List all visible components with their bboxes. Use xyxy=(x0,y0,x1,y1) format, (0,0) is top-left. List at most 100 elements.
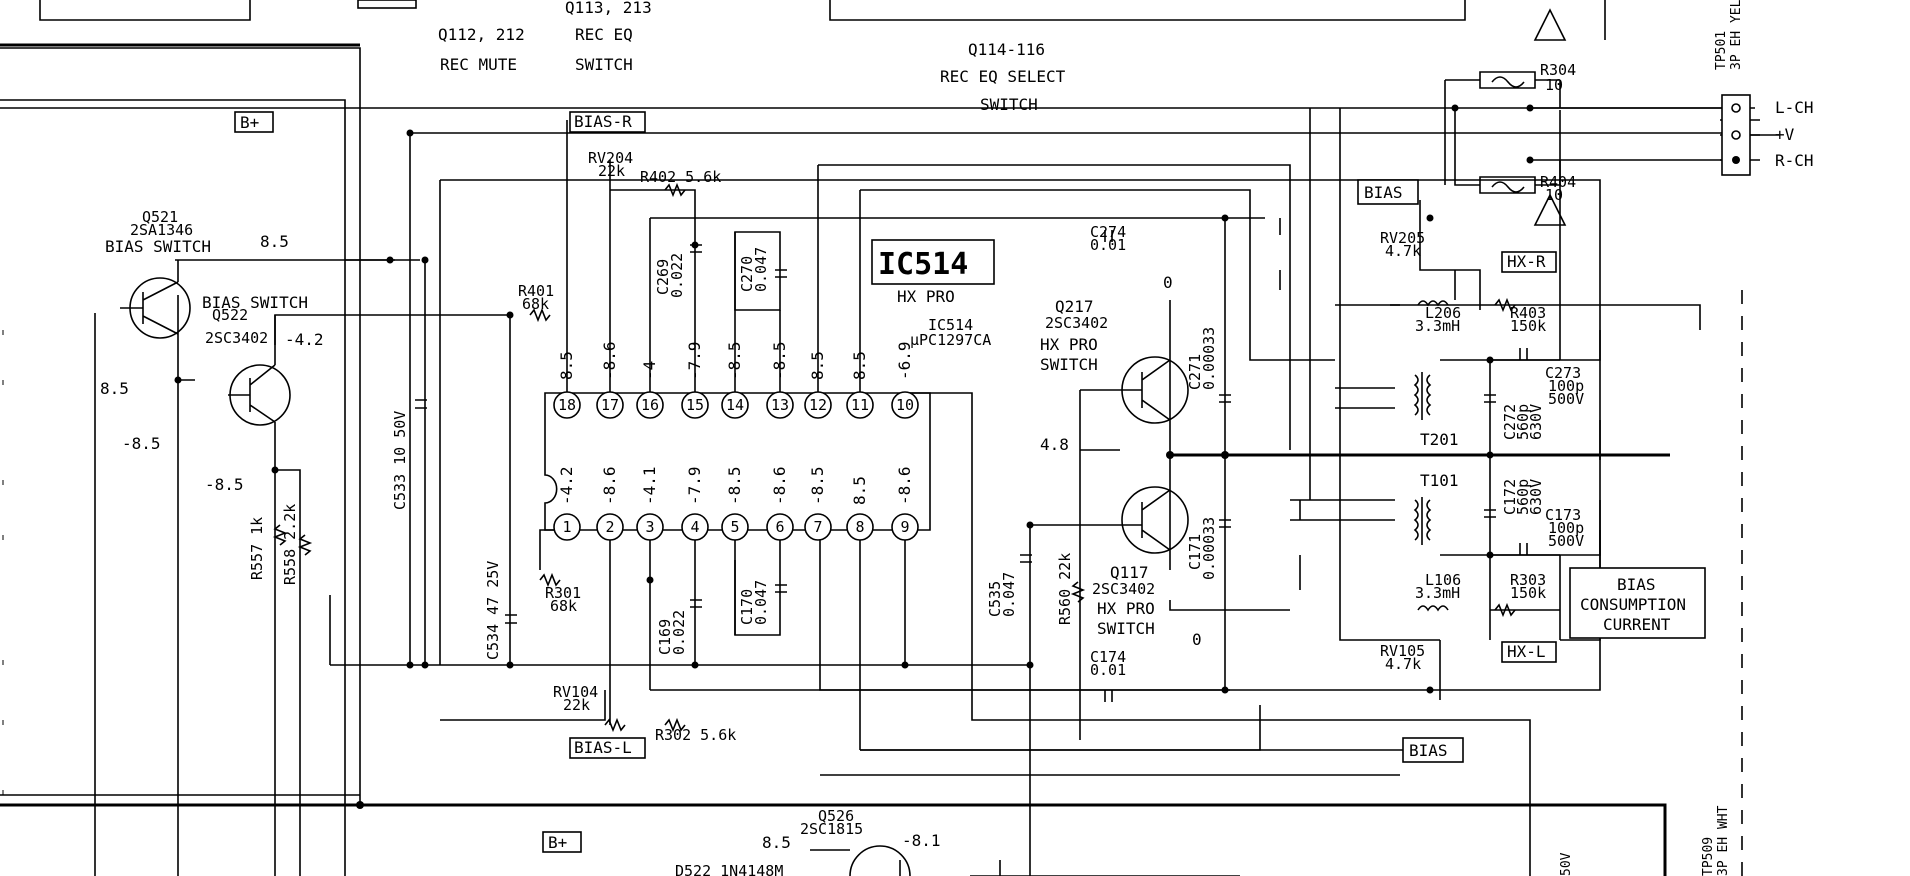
ic-volt-bot: -4.1 xyxy=(640,466,659,505)
lbl-rv105-v: 4.7k xyxy=(1385,655,1421,673)
lbl-t201: T201 xyxy=(1420,430,1459,449)
bias-consumption-l3: CURRENT xyxy=(1603,615,1671,634)
q117-symbol xyxy=(1121,486,1189,554)
tags: B+ BIAS-R BIAS-L BIAS BIAS HX-R HX-L BIA… xyxy=(234,111,1706,853)
ic-volt-bot: -4.2 xyxy=(557,466,576,505)
lbl-r401: R401 xyxy=(518,282,554,300)
label-q114: Q114-116 xyxy=(968,40,1045,59)
ic-pin-bot-4 xyxy=(681,513,709,541)
lbl-c173-v: 100p xyxy=(1548,519,1584,537)
ic-volt-bot: -8.6 xyxy=(895,466,914,505)
ic-volt-top: 8.5 xyxy=(557,351,576,380)
lbl-r404-v: 10 xyxy=(1545,186,1563,204)
lbl-c273: C273 xyxy=(1545,364,1581,382)
ic-pin-top-12 xyxy=(804,391,832,419)
tag-bias-l: BIAS-L xyxy=(574,738,632,757)
lbl-c270-v: 0.047 xyxy=(752,247,770,292)
lbl-rv205: RV205 xyxy=(1380,229,1425,247)
transistors: Q521 2SA1346 BIAS SWITCH BIAS SWITCH Q52… xyxy=(105,208,1189,876)
lbl-c174-v: 0.01 xyxy=(1090,661,1126,679)
lbl-c274: C274 xyxy=(1090,223,1126,241)
lbl-c273-v: 100p xyxy=(1548,377,1584,395)
label-q217-part: 2SC3402 xyxy=(1045,314,1108,332)
lbl-c171: C171 xyxy=(1186,534,1204,570)
label-q522: Q522 xyxy=(212,306,248,324)
component-symbols xyxy=(272,8,1567,733)
volt-m81-bot: -8.1 xyxy=(902,831,941,850)
label-rec-eq-select: REC EQ SELECT xyxy=(940,67,1066,86)
ic-volt-bot: -8.6 xyxy=(600,466,619,505)
lbl-c274-v: 0.01 xyxy=(1090,236,1126,254)
label-rec-eq: REC EQ xyxy=(575,25,633,44)
lbl-tp509-desc: 3P EH WHT xyxy=(1716,805,1731,876)
label-q113: Q113, 213 xyxy=(565,0,652,17)
ic-pin-bot-9 xyxy=(891,513,919,541)
label-rch: R-CH xyxy=(1775,151,1814,170)
ic-volt-top: -6.9 xyxy=(895,341,914,380)
label-rec-mute: REC MUTE xyxy=(440,55,517,74)
ic-pin-top-16 xyxy=(636,391,664,419)
ic-pin-top-num: 14 xyxy=(726,396,744,414)
volt-85-left: 8.5 xyxy=(100,379,129,398)
lbl-r558: R558 2.2k xyxy=(281,504,299,585)
component-labels: RV204 22k R402 5.6k R401 68k C269 0.022 … xyxy=(248,61,1731,876)
ic-volt-top: -8.5 xyxy=(770,341,789,380)
lbl-r304: R304 xyxy=(1540,61,1576,79)
volt-m42: -4.2 xyxy=(285,330,324,349)
lbl-rv104: RV104 xyxy=(553,683,598,701)
ic-pin-bot-3 xyxy=(636,513,664,541)
ic-pin-bot-1 xyxy=(553,513,581,541)
ic-pin-top-num: 10 xyxy=(896,396,914,414)
ic-pin-top-num: 17 xyxy=(601,396,619,414)
ic-pin-top-13 xyxy=(766,391,794,419)
ic-pin-bot-num: 3 xyxy=(645,518,654,536)
lbl-r301-v: 68k xyxy=(550,597,577,615)
ic-pins: 188.517-8.616-415-7.914-8.513-8.5128.511… xyxy=(553,341,919,541)
ic-volt-top: -7.9 xyxy=(685,341,704,380)
lbl-l106: L106 xyxy=(1425,571,1461,589)
ic514: IC514 HX PRO IC514 μPC1297CA 188.517-8.6… xyxy=(544,239,995,541)
lbl-r557: R557 1k xyxy=(248,517,266,580)
lbl-r303-v: 150k xyxy=(1510,584,1546,602)
lbl-c533: C533 10 50V xyxy=(391,411,409,510)
lbl-r304-v: 10 xyxy=(1545,76,1563,94)
tag-bplus: B+ xyxy=(240,113,259,132)
ic-pin-bot-num: 4 xyxy=(690,518,699,536)
top-labels: Q112, 212 REC MUTE Q113, 213 REC EQ SWIT… xyxy=(357,0,1066,114)
volt-m85-mid: -8.5 xyxy=(205,475,244,494)
voltage-labels: 8.5 -4.2 8.5 -8.5 -8.5 4.8 0 0 8.5 -8.1 xyxy=(100,232,1202,852)
lbl-r301: R301 xyxy=(545,584,581,602)
lbl-c169-v: 0.022 xyxy=(670,610,688,655)
lbl-rv104-v: 22k xyxy=(563,696,590,714)
label-d522: D522 1N4148M xyxy=(675,862,783,876)
lbl-rv204-v: 22k xyxy=(598,162,625,180)
label-switch-2: SWITCH xyxy=(980,95,1038,114)
lbl-r404: R404 xyxy=(1540,173,1576,191)
ic-pin-top-num: 12 xyxy=(809,396,827,414)
tag-bias: BIAS xyxy=(1364,183,1403,202)
ic-pin-bot-num: 9 xyxy=(900,518,909,536)
ic-sub: HX PRO xyxy=(897,287,955,306)
label-switch-b: SWITCH xyxy=(1097,619,1155,638)
ic-pin-top-num: 18 xyxy=(558,396,576,414)
volt-85-bot: 8.5 xyxy=(762,833,791,852)
label-q112: Q112, 212 xyxy=(438,25,525,44)
ic-volt-top: -4 xyxy=(640,361,659,380)
lbl-rv204: RV204 xyxy=(588,149,633,167)
lbl-c270: C270 xyxy=(738,256,756,292)
ic-volt-top: -8.6 xyxy=(600,341,619,380)
ic-pin-top-11 xyxy=(846,391,874,419)
ic-pin-bot-num: 1 xyxy=(562,518,571,536)
ic-pin-top-num: 15 xyxy=(686,396,704,414)
lbl-c535-v: 0.047 xyxy=(1000,572,1018,617)
lbl-r403-v: 150k xyxy=(1510,317,1546,335)
ic-pin-top-15 xyxy=(681,391,709,419)
label-hx-pro-b: HX PRO xyxy=(1097,599,1155,618)
label-q521: Q521 xyxy=(142,208,178,226)
connector-tp501: TP501 3P EH YEL L-CH +V R-CH xyxy=(1714,0,1814,176)
lbl-c174: C174 xyxy=(1090,648,1126,666)
lbl-r303: R303 xyxy=(1510,571,1546,589)
q217-symbol xyxy=(1121,356,1189,424)
lbl-t101: T101 xyxy=(1420,471,1459,490)
lbl-c534: C534 47 25V xyxy=(484,561,502,660)
